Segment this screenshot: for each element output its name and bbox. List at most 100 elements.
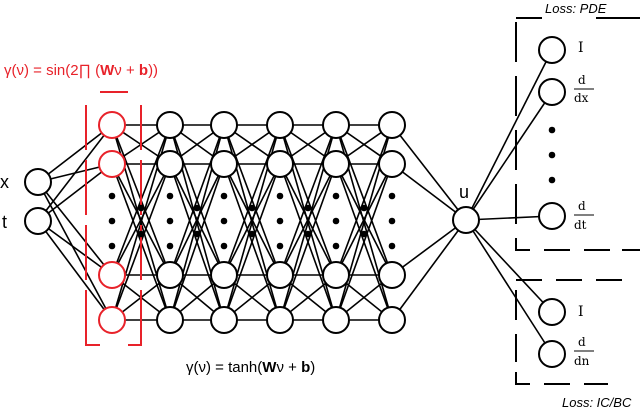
fourier-node xyxy=(98,150,126,178)
ellipsis-dot xyxy=(332,242,340,250)
ellipsis-dot xyxy=(137,230,145,238)
hidden-node xyxy=(156,261,184,289)
edge-output-to-operator xyxy=(465,49,553,221)
ellipsis-dot xyxy=(248,230,256,238)
svg-text:dx: dx xyxy=(574,91,589,105)
pde-derivative-dt-label: d dt xyxy=(574,199,594,232)
pde-loss-box xyxy=(515,17,640,251)
ellipsis-dot xyxy=(108,242,116,250)
pde-node-dx xyxy=(538,78,566,106)
hidden-activation-formula: γ(ν) = tanh(Wν + b) xyxy=(186,359,315,376)
input-label-x: x xyxy=(0,172,9,192)
edge-hidden xyxy=(279,163,337,321)
ellipsis-dot xyxy=(304,230,312,238)
ellipsis-dot xyxy=(248,204,256,212)
fourier-node xyxy=(98,261,126,289)
edge-input-to-fourier xyxy=(37,181,113,321)
pde-ellipsis-dot xyxy=(548,176,556,184)
pde-derivative-dx-label: d dx xyxy=(574,73,594,105)
input-node-x xyxy=(24,168,52,196)
hidden-node xyxy=(322,306,350,334)
hidden-node xyxy=(156,150,184,178)
ellipsis-dot xyxy=(388,192,396,200)
ellipsis-dot xyxy=(276,217,284,225)
edge-hidden-to-output xyxy=(391,163,467,221)
hidden-node xyxy=(266,261,294,289)
edge-hidden-to-output xyxy=(391,219,467,321)
edge-hidden xyxy=(223,124,281,276)
edge-hidden xyxy=(335,163,393,321)
ellipsis-dot xyxy=(360,230,368,238)
fourier-node xyxy=(98,111,126,139)
svg-text:dt: dt xyxy=(574,218,587,232)
ellipsis-dot xyxy=(304,204,312,212)
network-nodes xyxy=(24,36,566,368)
hidden-node xyxy=(322,150,350,178)
ellipsis-dot xyxy=(137,204,145,212)
edge-hidden xyxy=(169,163,225,276)
edge-output-to-operator xyxy=(465,219,553,313)
edge-hidden xyxy=(169,124,225,276)
edge-hidden xyxy=(279,163,337,276)
edge-hidden xyxy=(111,163,171,276)
pde-node-identity xyxy=(538,36,566,64)
hidden-node xyxy=(210,261,238,289)
svg-text:d: d xyxy=(578,73,586,87)
edge-hidden-to-output xyxy=(391,219,467,276)
ellipsis-dot xyxy=(220,217,228,225)
pde-ellipsis-dot xyxy=(548,151,556,159)
ellipsis-dot xyxy=(108,192,116,200)
hidden-node xyxy=(266,306,294,334)
icbc-node-dn xyxy=(538,340,566,368)
icbc-loss-box xyxy=(515,279,622,385)
icbc-node-identity xyxy=(538,298,566,326)
hidden-node xyxy=(156,111,184,139)
pde-loss-title: Loss: PDE xyxy=(545,1,607,16)
ellipsis-dot xyxy=(166,192,174,200)
edge-input-to-fourier xyxy=(37,163,113,222)
ellipsis-dot xyxy=(388,242,396,250)
input-label-t: t xyxy=(2,212,7,232)
pde-node-dt xyxy=(538,202,566,230)
ellipsis-dot xyxy=(166,217,174,225)
hidden-node xyxy=(210,150,238,178)
ellipsis-dot xyxy=(276,242,284,250)
svg-text:dn: dn xyxy=(574,354,590,368)
edge-input-to-fourier xyxy=(37,124,113,183)
ellipsis-dot xyxy=(220,242,228,250)
ellipsis-dot xyxy=(388,217,396,225)
ellipsis-dot xyxy=(193,230,201,238)
hidden-node xyxy=(210,306,238,334)
ellipsis-dot xyxy=(332,217,340,225)
icbc-identity-label: I xyxy=(578,304,584,320)
edge-hidden xyxy=(223,163,281,321)
svg-text:d: d xyxy=(578,199,586,213)
edge-input-to-fourier xyxy=(37,124,113,222)
edge-hidden xyxy=(335,124,393,276)
edge-hidden xyxy=(223,163,281,276)
hidden-node xyxy=(322,261,350,289)
hidden-node xyxy=(266,111,294,139)
edge-hidden xyxy=(335,163,393,276)
edge-input-to-fourier xyxy=(37,220,113,321)
svg-text:d: d xyxy=(578,335,586,349)
hidden-node xyxy=(322,111,350,139)
ellipsis-dot xyxy=(276,192,284,200)
hidden-node xyxy=(210,111,238,139)
icbc-loss-title: Loss: IC/BC xyxy=(562,395,632,410)
hidden-node xyxy=(266,150,294,178)
edge-hidden xyxy=(279,124,337,276)
edge-output-to-operator xyxy=(465,219,553,355)
fourier-feature-formula: γ(ν) = sin(2∏ (Wν + b)) xyxy=(4,62,158,79)
output-label-u: u xyxy=(459,182,469,202)
hidden-node xyxy=(378,111,406,139)
hidden-node xyxy=(156,306,184,334)
pde-ellipsis-dot xyxy=(548,126,556,134)
ellipsis-dot xyxy=(193,204,201,212)
edge-input-to-fourier xyxy=(37,181,113,276)
edge-output-to-operator xyxy=(465,91,553,221)
edge-hidden-to-output xyxy=(391,124,467,221)
hidden-node xyxy=(378,306,406,334)
ellipsis-dot xyxy=(108,217,116,225)
